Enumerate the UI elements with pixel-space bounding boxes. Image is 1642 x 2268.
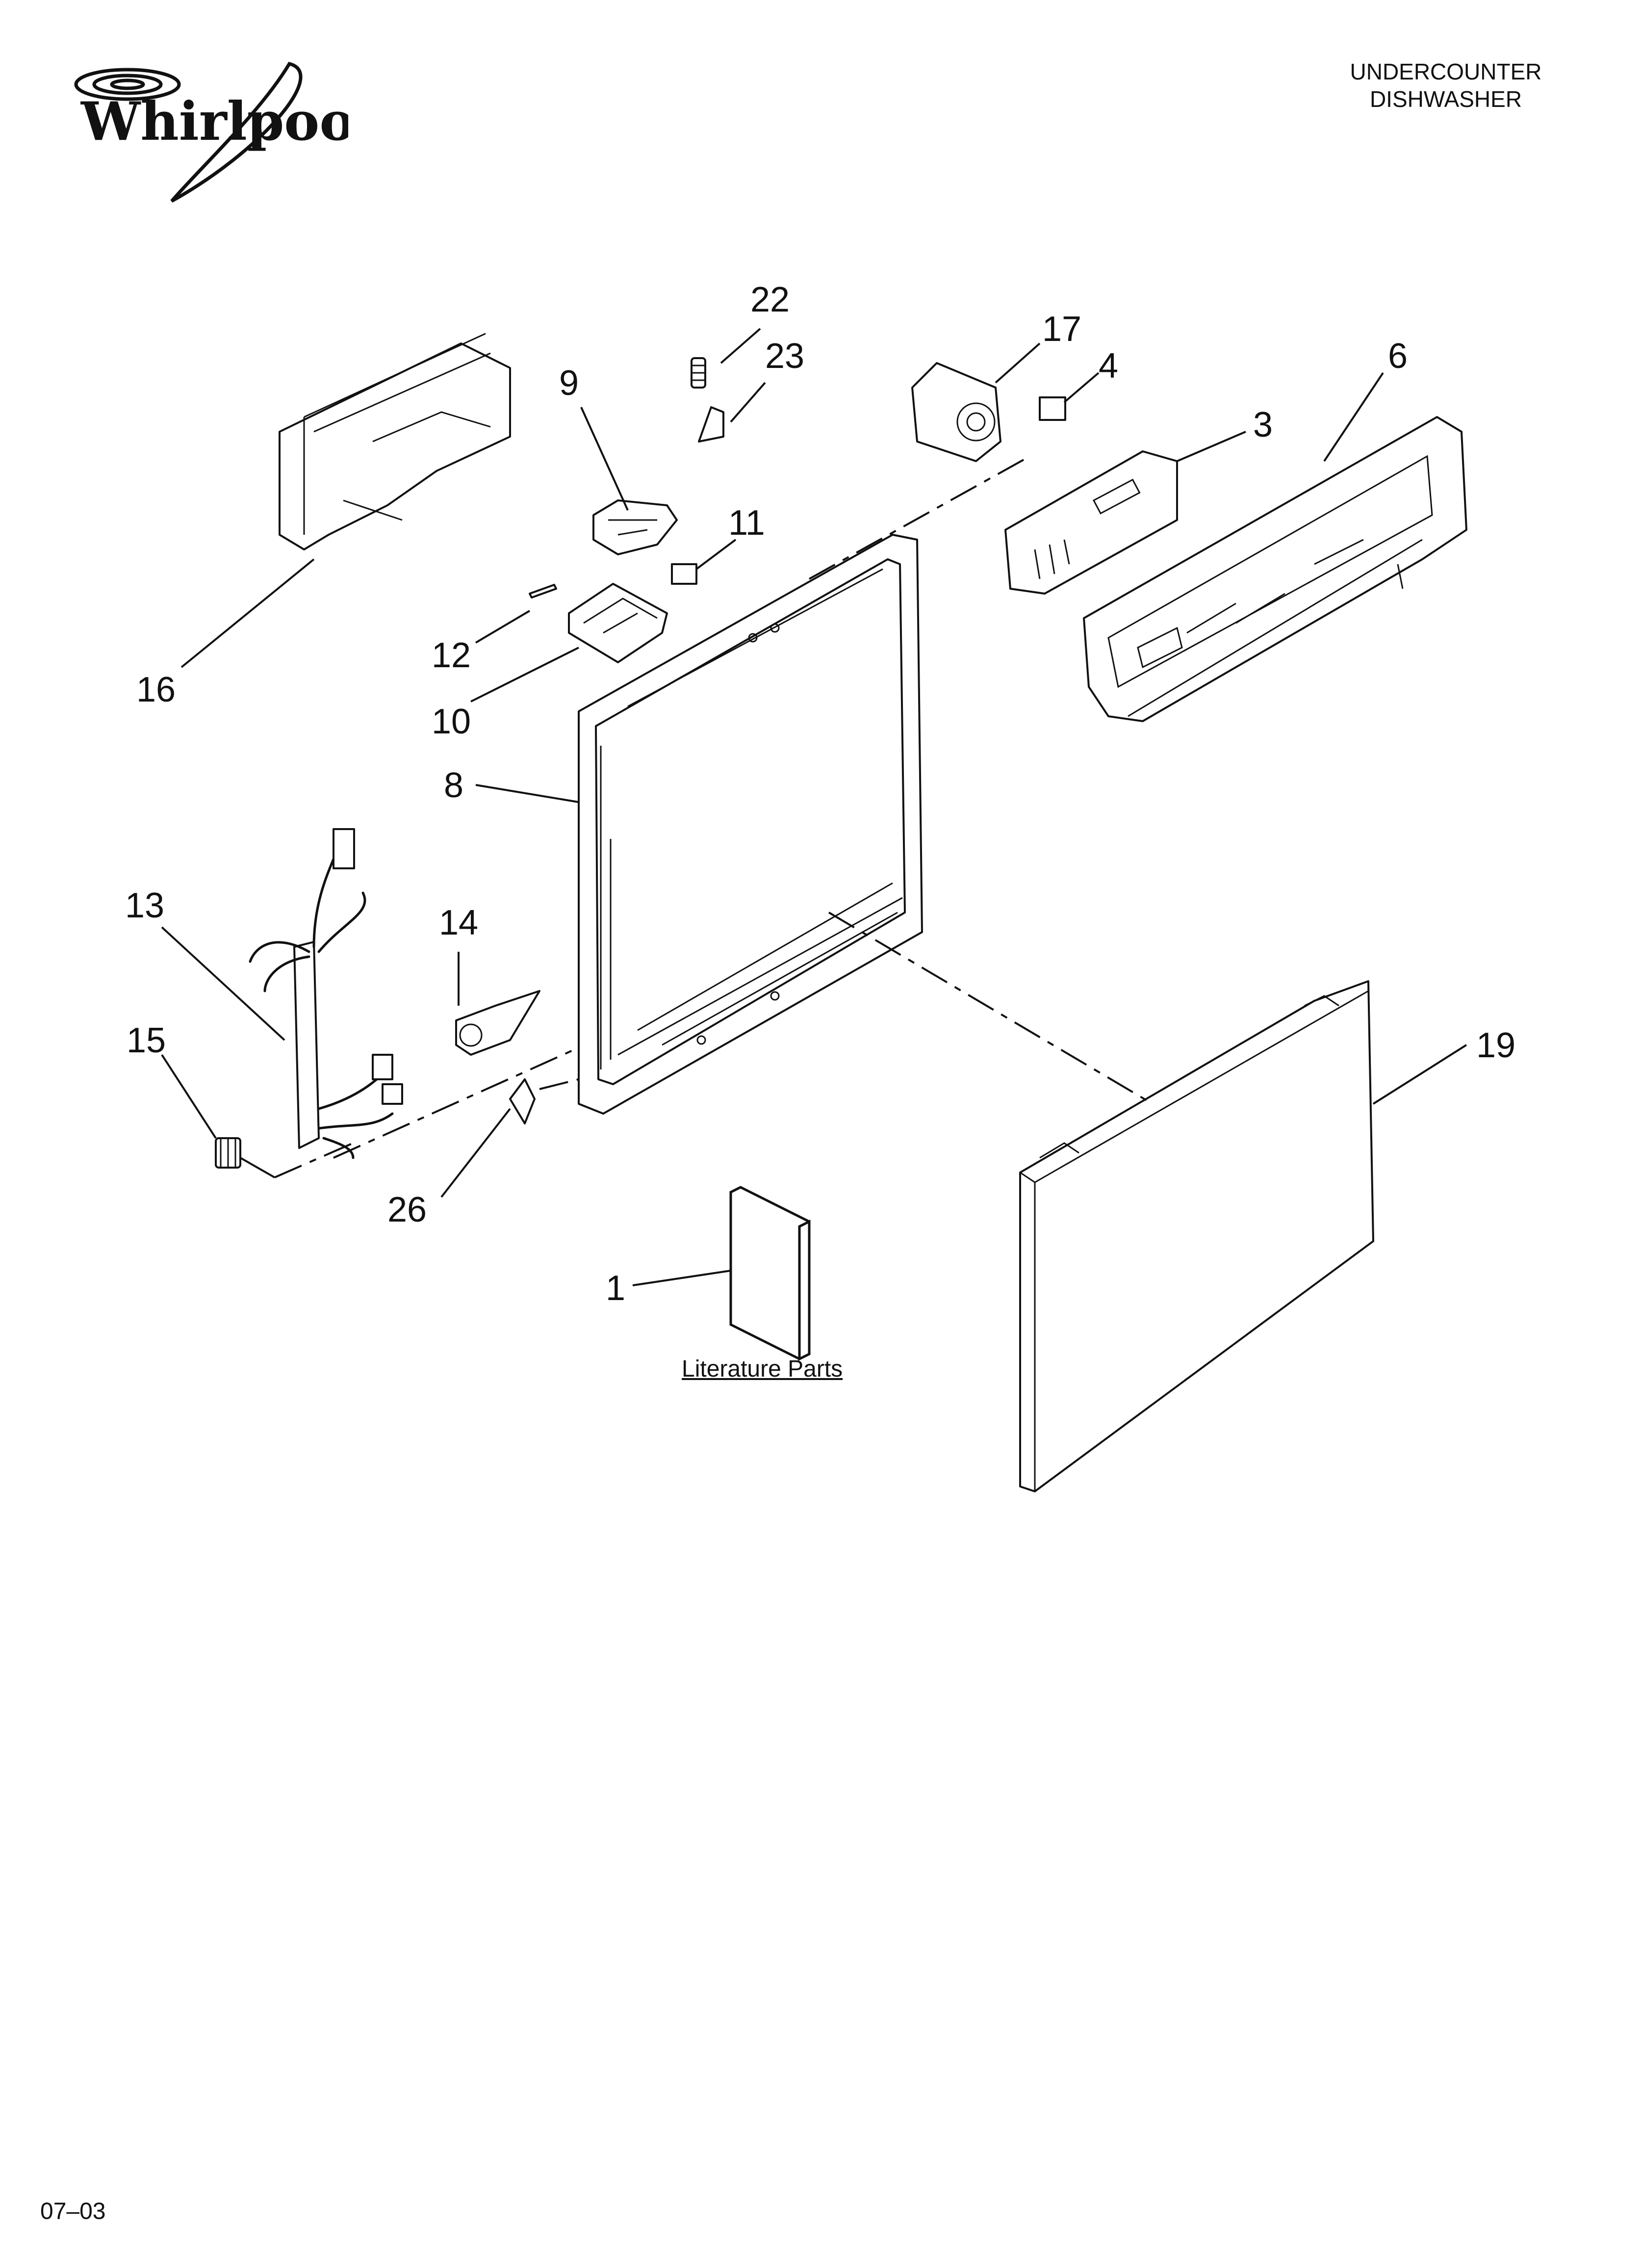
leader-15 bbox=[161, 1054, 217, 1139]
leader-4 bbox=[1063, 372, 1100, 403]
callout-19: 19 bbox=[1476, 1026, 1516, 1065]
callout-15: 15 bbox=[127, 1021, 166, 1060]
callout-13: 13 bbox=[125, 886, 165, 925]
logo-swirl bbox=[74, 61, 303, 203]
part-3-control-board bbox=[1004, 450, 1178, 595]
leader-13 bbox=[161, 926, 285, 1041]
callout-10: 10 bbox=[432, 702, 471, 741]
callout-11: 11 bbox=[728, 503, 765, 543]
part-9-latch bbox=[592, 499, 678, 555]
alignment-line-bolt bbox=[274, 1142, 354, 1178]
leader-22 bbox=[720, 328, 761, 364]
part-4-knob bbox=[1039, 396, 1066, 421]
part-15-bolt bbox=[215, 1137, 275, 1178]
leader-1 bbox=[632, 1270, 731, 1286]
callout-14: 14 bbox=[439, 903, 479, 942]
leader-19 bbox=[1372, 1044, 1467, 1105]
callout-4: 4 bbox=[1099, 346, 1119, 386]
callout-3: 3 bbox=[1253, 405, 1273, 444]
callout-16: 16 bbox=[136, 670, 176, 709]
title-line-2: DISHWASHER bbox=[1369, 86, 1522, 112]
literature-parts-label: Literature Parts bbox=[682, 1356, 843, 1382]
leader-17 bbox=[995, 342, 1041, 384]
callout-12: 12 bbox=[432, 636, 471, 675]
callout-17: 17 bbox=[1042, 310, 1082, 349]
callout-22: 22 bbox=[750, 280, 790, 319]
part-14-sensor bbox=[455, 990, 540, 1056]
leader-10 bbox=[470, 647, 579, 703]
part-11-switch bbox=[671, 563, 697, 585]
part-22-spring bbox=[691, 357, 706, 389]
part-8-door-frame bbox=[578, 534, 923, 1115]
alignment-line-console bbox=[809, 455, 1030, 580]
part-12-pin bbox=[529, 584, 557, 599]
leader-26 bbox=[440, 1108, 511, 1198]
leader-12 bbox=[475, 610, 531, 644]
whirlpool-logo: Whirlpool bbox=[74, 61, 348, 203]
part-23-clip bbox=[698, 406, 724, 443]
leader-23 bbox=[730, 382, 766, 423]
leader-6 bbox=[1323, 372, 1384, 462]
leader-16 bbox=[180, 558, 315, 668]
part-1-literature bbox=[729, 1186, 811, 1361]
model-title: UNDERCOUNTER DISHWASHER bbox=[1308, 58, 1583, 113]
callout-9: 9 bbox=[559, 364, 579, 403]
callout-8: 8 bbox=[444, 766, 464, 805]
callout-1: 1 bbox=[606, 1269, 626, 1308]
leader-9 bbox=[580, 407, 629, 511]
leader-8 bbox=[475, 784, 579, 803]
part-17-selector bbox=[911, 362, 1001, 462]
part-19-door-panel bbox=[1019, 980, 1374, 1492]
leader-lines bbox=[161, 328, 1467, 1286]
part-13-wire-harness bbox=[249, 828, 403, 1159]
leader-11 bbox=[695, 539, 737, 570]
callout-26: 26 bbox=[387, 1190, 427, 1229]
part-26-clip bbox=[509, 1078, 536, 1124]
part-16-shield bbox=[279, 333, 511, 550]
part-6-console bbox=[1083, 416, 1467, 722]
alignment-line-clip bbox=[539, 1078, 579, 1090]
callout-23: 23 bbox=[765, 337, 805, 376]
logo-wordmark: Whirlpool bbox=[80, 91, 348, 153]
alignment-line-frame-door bbox=[828, 912, 1154, 1105]
leader-3 bbox=[1177, 431, 1246, 462]
callout-6: 6 bbox=[1388, 337, 1408, 376]
title-line-1: UNDERCOUNTER bbox=[1350, 59, 1542, 84]
revision-code: 07–03 bbox=[40, 2198, 106, 2224]
part-10-guide bbox=[568, 583, 668, 663]
alignment-line-harness bbox=[333, 1049, 574, 1159]
